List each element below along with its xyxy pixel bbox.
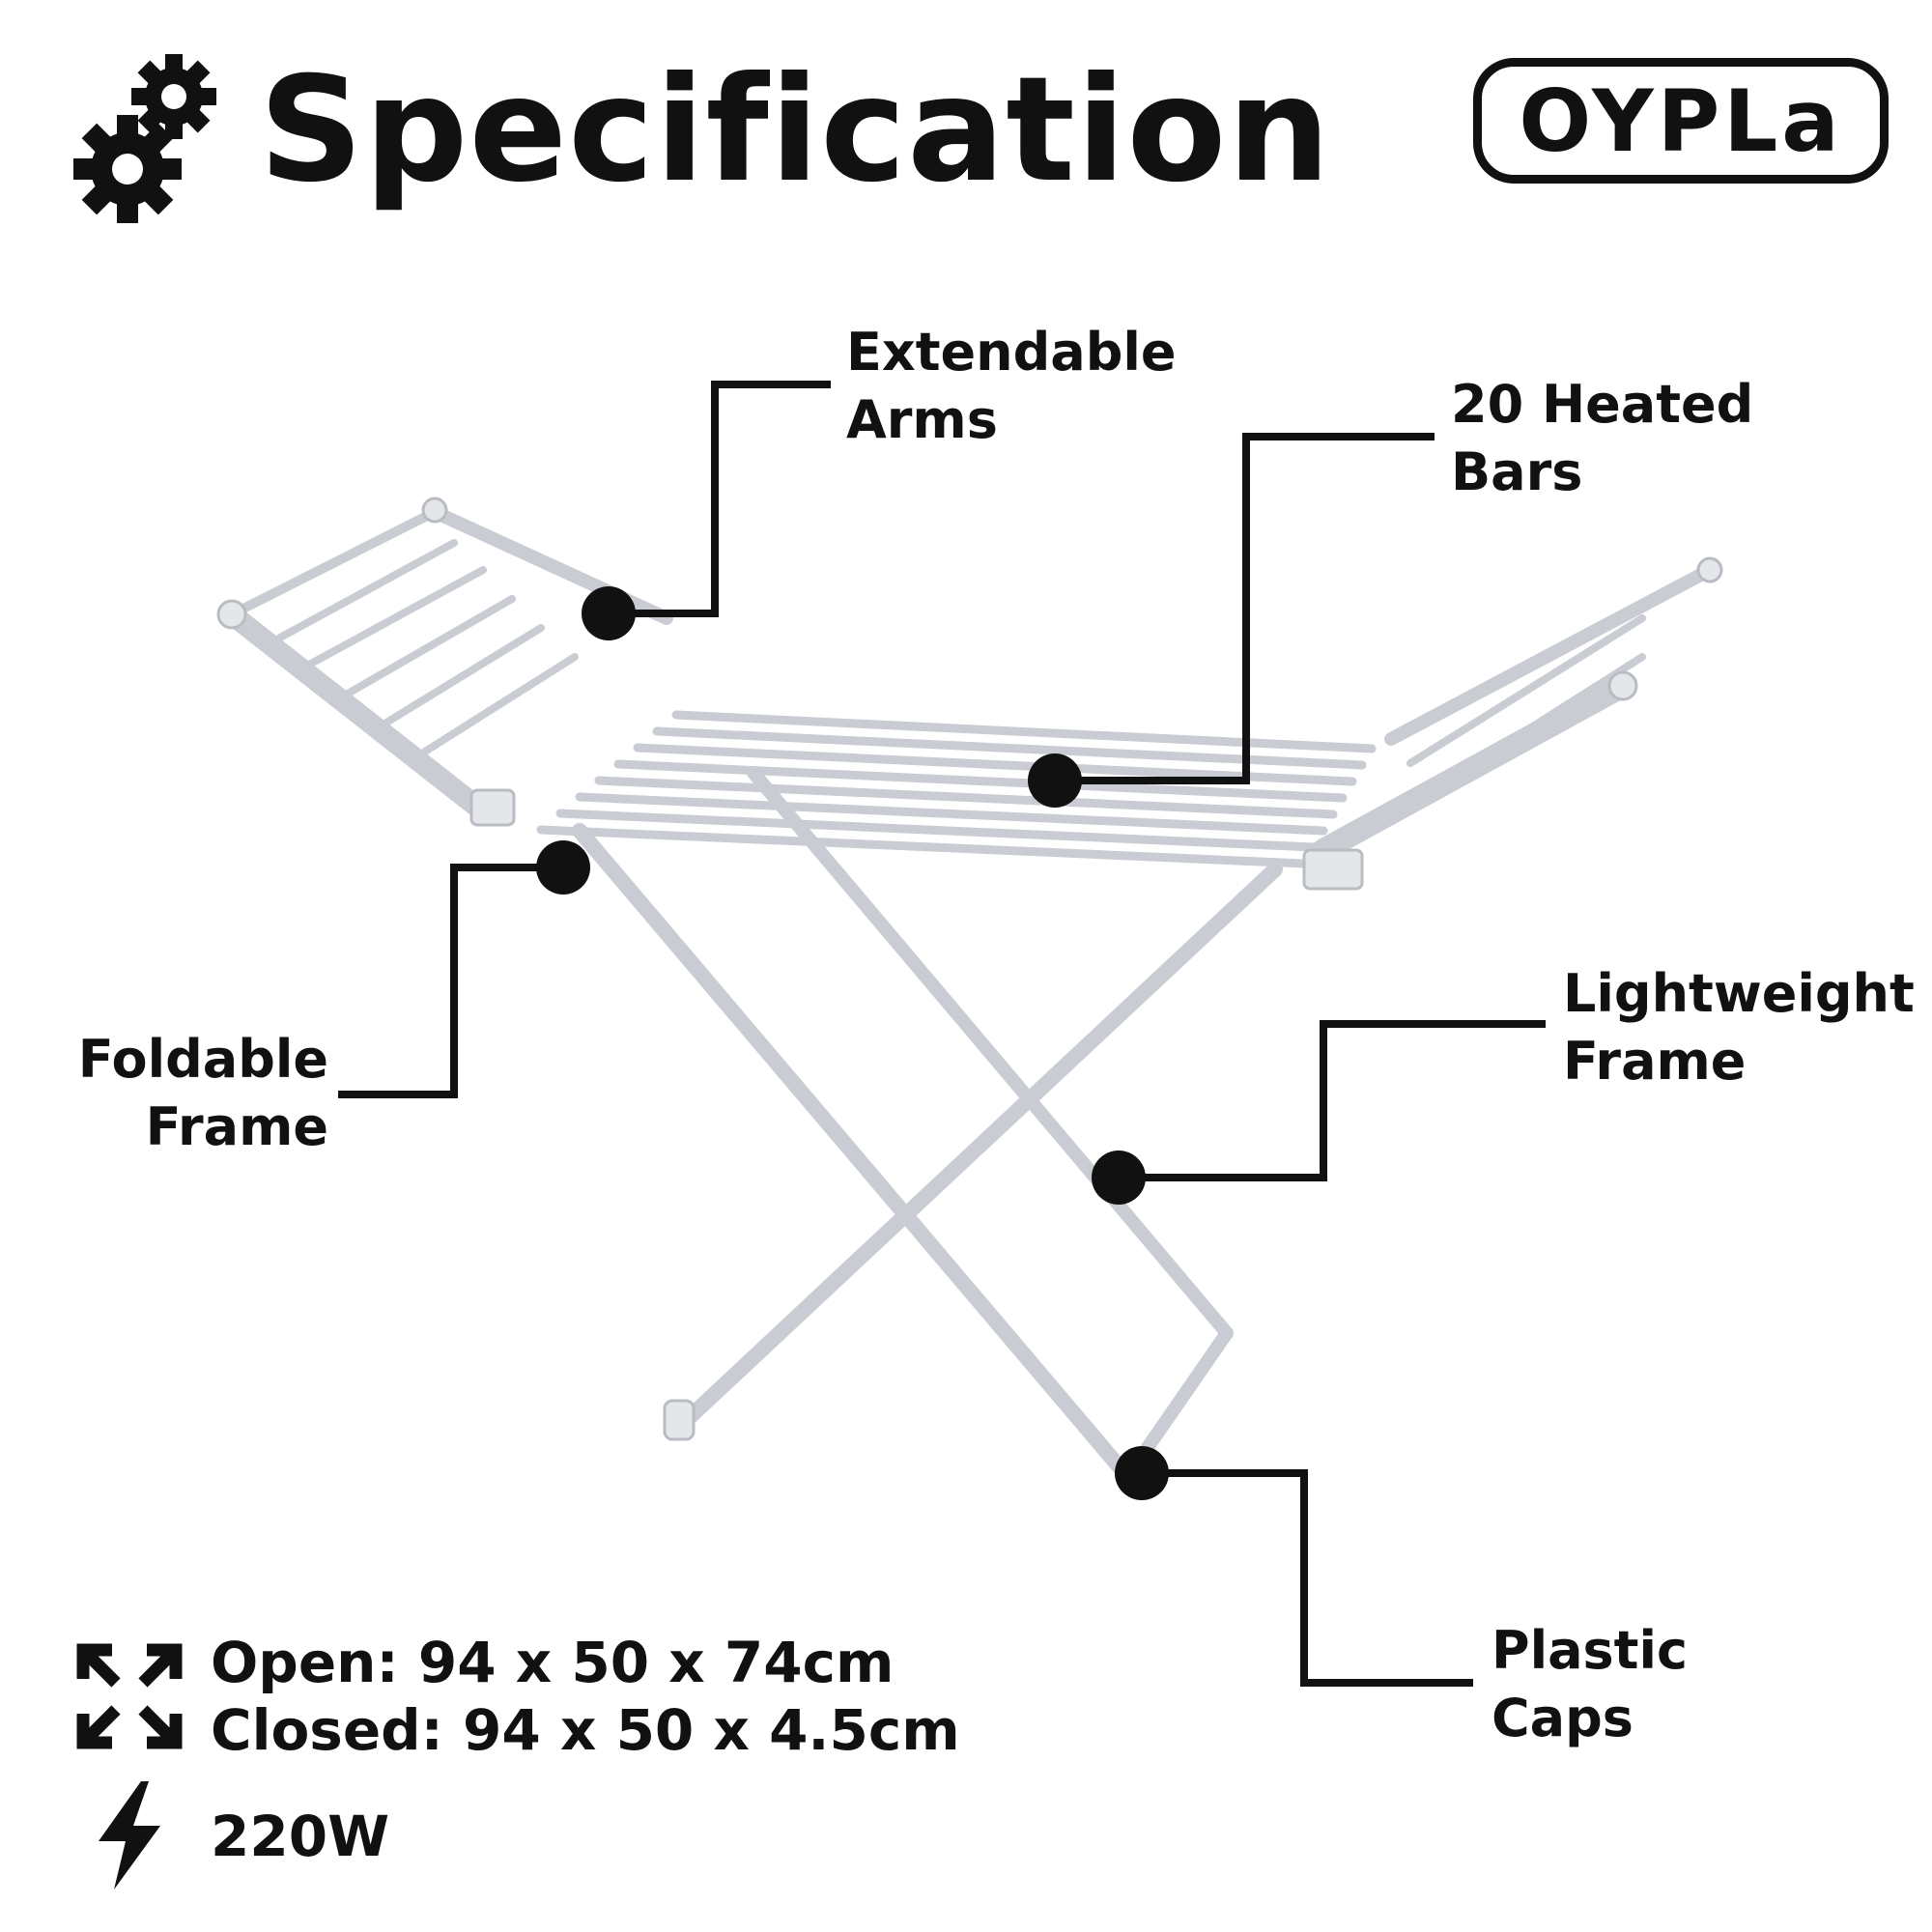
brand-logo: OYPLa [1473, 58, 1889, 184]
callout-dot-bars [1028, 753, 1082, 808]
callout-lightweight-frame: Lightweight Frame [1563, 960, 1915, 1095]
callout-heated-bars: 20 Heated Bars [1451, 371, 1753, 506]
spec-open-dimensions: Open: 94 x 50 x 74cm [211, 1630, 895, 1695]
callout-line: Frame [145, 1096, 328, 1157]
callout-line: Arms [846, 389, 998, 450]
callout-dot-foldable [536, 840, 590, 895]
callout-extendable-arms: Extendable Arms [846, 319, 1176, 454]
lightning-bolt-icon [99, 1781, 160, 1889]
callout-line: Frame [1563, 1031, 1747, 1092]
callout-line: Extendable [846, 322, 1177, 383]
callout-line: Caps [1492, 1688, 1634, 1748]
callout-line: Lightweight [1563, 963, 1915, 1024]
callout-dot-caps [1115, 1446, 1169, 1500]
callout-line: Bars [1451, 441, 1583, 502]
callout-line: Foldable [77, 1029, 328, 1090]
expand-arrows-icon [76, 1643, 183, 1749]
callout-line: 20 Heated [1451, 374, 1754, 435]
callout-foldable-frame: Foldable Frame [78, 1026, 328, 1161]
spec-closed-dimensions: Closed: 94 x 50 x 4.5cm [211, 1697, 960, 1763]
callout-dot-arms [582, 586, 636, 640]
callout-plastic-caps: Plastic Caps [1492, 1617, 1688, 1752]
callout-line: Plastic [1492, 1620, 1689, 1681]
page-title: Specification [259, 46, 1332, 214]
spec-power: 220W [211, 1804, 390, 1869]
callout-dot-lightweight [1092, 1151, 1146, 1205]
